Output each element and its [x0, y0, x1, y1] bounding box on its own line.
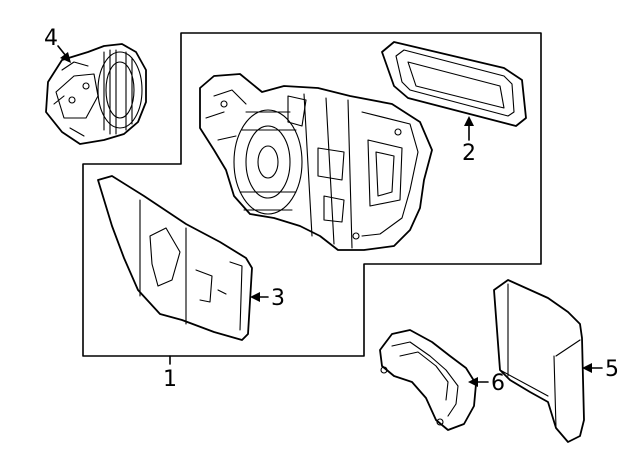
part-6-bracket [379, 329, 477, 431]
callout-3-leader [250, 292, 269, 302]
assembly-outline [82, 32, 542, 357]
part-5-duct [493, 279, 585, 443]
part-4-blower-motor [45, 43, 147, 145]
callout-5-leader [582, 363, 603, 373]
callout-number-4: 4 [44, 26, 58, 51]
part-hvac-main-unit [199, 73, 433, 251]
callout-number-1: 1 [163, 367, 177, 392]
callout-number-2: 2 [462, 141, 476, 166]
part-3-panel [97, 175, 253, 341]
callout-number-3: 3 [271, 286, 285, 311]
callout-6-leader [468, 377, 489, 387]
callout-4-leader [57, 45, 71, 63]
part-2-filter-frame [381, 41, 527, 127]
callout-2-leader [464, 116, 474, 141]
callout-number-5: 5 [605, 357, 619, 382]
callout-number-6: 6 [491, 371, 505, 396]
